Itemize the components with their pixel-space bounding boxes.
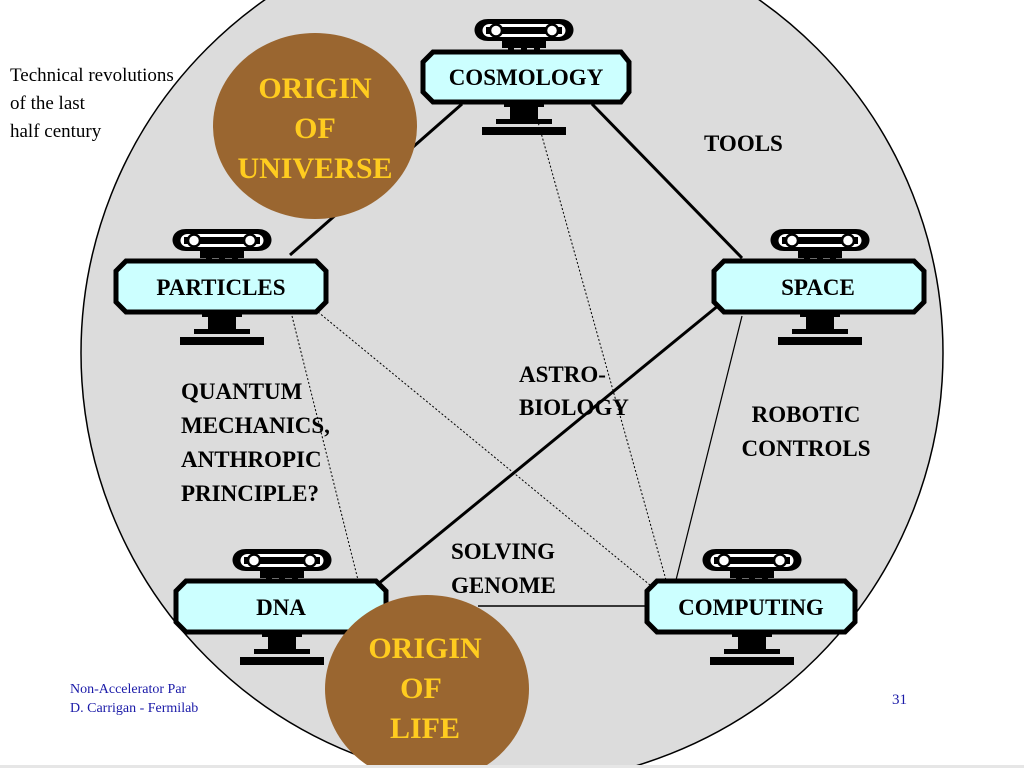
footer-author: D. Carrigan - Fermilab [70, 701, 199, 716]
label-quantum-mechanics: QUANTUM MECHANICS, ANTHROPIC PRINCIPLE? [181, 379, 330, 506]
line-cosmology-space [590, 102, 744, 260]
label-quantum-line-1: QUANTUM [181, 379, 303, 404]
origin-life-line-3: LIFE [390, 712, 460, 745]
label-astro-biology-line-1: ASTRO- [519, 362, 606, 387]
caption-line-3: half century [10, 121, 102, 142]
pillar-space: SPACE [711, 227, 927, 347]
label-quantum-line-3: ANTHROPIC [181, 447, 322, 472]
label-robotic-controls-line-2: CONTROLS [741, 436, 870, 461]
label-robotic-controls: ROBOTIC CONTROLS [741, 402, 870, 461]
pillar-particles: PARTICLES [113, 227, 329, 347]
pillar-computing-plate [644, 578, 858, 635]
origin-universe-node: ORIGIN OF UNIVERSE [213, 33, 417, 219]
line-space-dna [377, 294, 731, 586]
origin-universe-line-1: ORIGIN [258, 72, 372, 105]
pillar-space-plate [711, 258, 927, 315]
label-quantum-line-4: PRINCIPLE? [181, 481, 319, 506]
pillar-computing: COMPUTING [644, 547, 858, 667]
label-genome-line-2: GENOME [451, 573, 556, 598]
origin-life-line-2: OF [400, 672, 442, 705]
line-space-computing [675, 315, 743, 581]
bottom-divider [0, 765, 1024, 768]
label-astro-biology-line-2: BIOLOGY [519, 395, 629, 420]
label-solving-genome: SOLVING GENOME [451, 539, 556, 598]
pillar-particles-label: PARTICLES [156, 275, 285, 300]
footer: Non-Accelerator Par D. Carrigan - Fermil… [70, 680, 198, 718]
origin-universe-line-2: OF [294, 112, 336, 145]
caption-line-1: Technical revolutions [10, 65, 174, 86]
pillar-cosmology-plate [420, 49, 632, 105]
origin-universe-circle [213, 33, 417, 219]
connection-lines [289, 102, 744, 607]
page-number: 31 [892, 692, 907, 708]
origin-universe-line-3: UNIVERSE [237, 152, 392, 185]
label-quantum-line-2: MECHANICS, [181, 413, 330, 438]
label-tools: TOOLS [704, 131, 783, 156]
label-astro-biology: ASTRO- BIOLOGY [519, 362, 629, 420]
pillar-cosmology-label: COSMOLOGY [449, 65, 604, 90]
pillar-space-label: SPACE [781, 275, 855, 300]
pillar-particles-plate [113, 258, 329, 315]
label-robotic-controls-line-1: ROBOTIC [752, 402, 861, 427]
line-particles-dna [291, 315, 359, 581]
origin-life-line-1: ORIGIN [368, 632, 482, 665]
caption-line-2: of the last [10, 93, 85, 114]
pillar-cosmology: COSMOLOGY [420, 17, 632, 137]
slide-caption: Technical revolutions of the last half c… [10, 62, 174, 146]
origin-life-node: ORIGIN OF LIFE [325, 595, 529, 768]
origin-life-circle [325, 595, 529, 768]
pillar-dna-label: DNA [256, 595, 306, 620]
label-genome-line-1: SOLVING [451, 539, 555, 564]
pillar-computing-label: COMPUTING [678, 595, 824, 620]
footer-title: Non-Accelerator Par [70, 682, 187, 697]
